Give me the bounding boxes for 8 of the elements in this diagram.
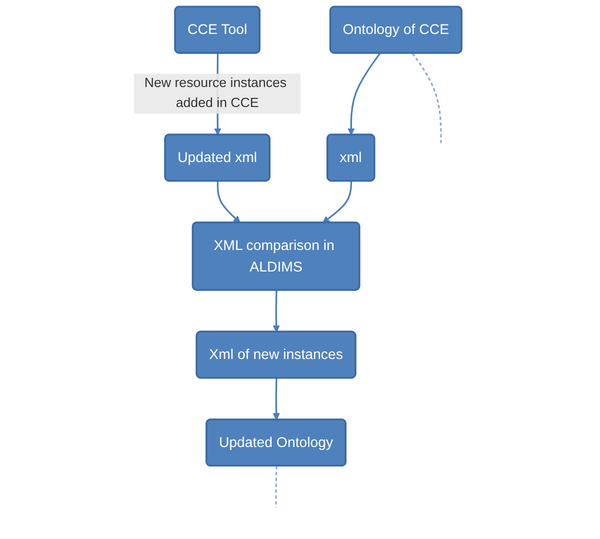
- edge-label: New resource instances added in CCE: [144, 76, 287, 110]
- arrow: [216, 181, 240, 224]
- arrow: [272, 378, 280, 420]
- connector: [275, 466, 278, 508]
- arrow: [348, 52, 381, 136]
- arrow: [322, 181, 352, 224]
- connector: [412, 52, 442, 146]
- arrow: [272, 290, 280, 332]
